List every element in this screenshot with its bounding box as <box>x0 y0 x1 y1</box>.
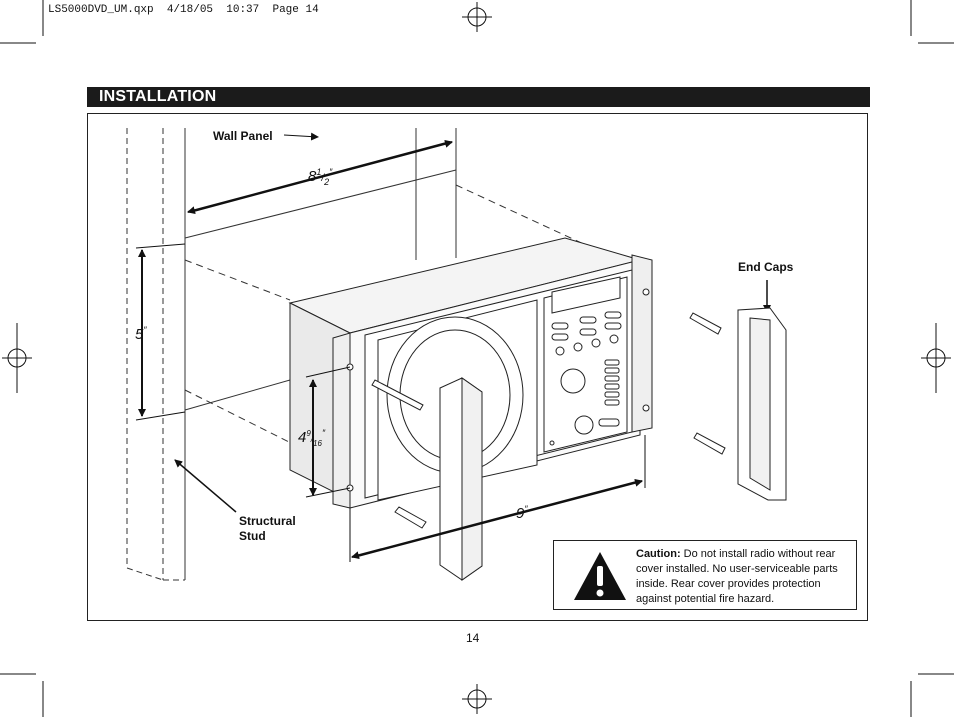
structural-stud-label: Structural Stud <box>239 514 296 544</box>
structural-stud-label-line2: Stud <box>239 529 266 543</box>
slug-page: Page 14 <box>272 4 319 16</box>
slug-filename: LS5000DVD_UM.qxp <box>48 4 154 16</box>
caution-line3: inside. Rear cover provides protection <box>636 578 821 590</box>
control-buttons <box>549 311 622 446</box>
registration-mark-left <box>2 323 32 393</box>
dimension-height-left <box>135 243 186 421</box>
slug-date: 4/18/05 <box>166 4 214 16</box>
dimension-height-front <box>305 366 351 498</box>
dimension-label-width-bottom: 9″ <box>516 504 528 522</box>
wall-panel-label: Wall Panel <box>213 129 273 143</box>
caution-text: Caution: Do not install radio without re… <box>636 547 854 607</box>
structural-stud-label-line1: Structural <box>239 514 296 528</box>
end-caps-label: End Caps <box>738 260 794 274</box>
page-number: 14 <box>466 631 480 645</box>
caution-line4: against potential fire hazard. <box>636 593 775 605</box>
section-header-bar: INSTALLATION <box>87 87 870 107</box>
dimension-width-top <box>187 139 453 215</box>
print-slug: LS5000DVD_UM.qxp 4/18/05 10:37 Page 14 <box>48 4 319 16</box>
diagram-frame <box>87 113 868 621</box>
warning-triangle-icon <box>574 552 626 600</box>
dimension-width-bottom <box>349 435 646 562</box>
caution-line1: Do not install radio without rear <box>680 548 836 560</box>
registration-mark-bottom <box>462 684 492 714</box>
dimension-label-width-top: 81/2″ <box>308 167 333 187</box>
end-cap <box>737 307 787 501</box>
wall-panel-arrow <box>283 132 319 141</box>
structural-stud-arrow <box>174 459 237 513</box>
structural-stud-rear <box>415 128 457 260</box>
slug-time: 10:37 <box>226 4 260 16</box>
dimension-label-height-front: 49/16″ <box>298 428 326 448</box>
front-handle <box>439 377 483 581</box>
section-title: INSTALLATION <box>99 88 217 105</box>
registration-mark-right <box>921 323 951 393</box>
registration-mark-top <box>462 2 492 32</box>
caution-heading: Caution: <box>636 548 681 560</box>
caution-box: Caution: Do not install radio without re… <box>553 540 857 610</box>
dimension-label-height-left: 5″ <box>135 325 147 343</box>
mounting-screws <box>371 312 726 529</box>
structural-stud <box>126 128 186 581</box>
caution-line2: cover installed. No user-serviceable par… <box>636 563 838 575</box>
